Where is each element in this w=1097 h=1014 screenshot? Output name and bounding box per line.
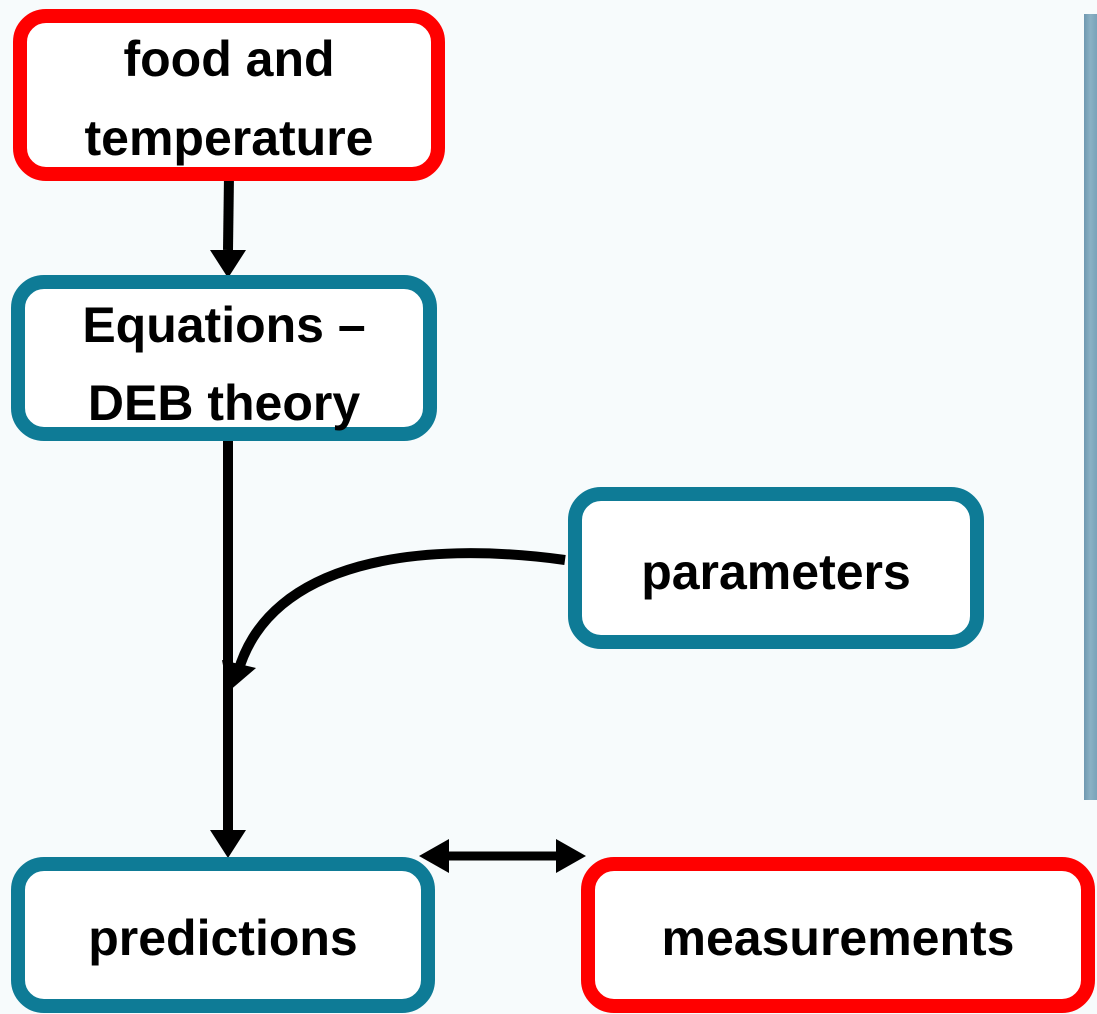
node-food-temperature: food and temperature <box>13 9 445 181</box>
node-food-line1: food and <box>123 31 334 87</box>
arrow-equations-to-predictions <box>210 440 246 858</box>
arrow-food-to-equations <box>210 174 246 278</box>
background-photo-strip <box>1084 14 1097 800</box>
node-measurements-label: measurements <box>662 910 1015 966</box>
node-parameters: parameters <box>568 487 984 649</box>
node-food-line2: temperature <box>85 110 374 166</box>
node-equations-line2: DEB theory <box>88 375 360 431</box>
node-predictions-label: predictions <box>88 910 357 966</box>
arrow-parameters-curved <box>222 548 566 692</box>
arrow-predictions-measurements-double <box>419 839 586 873</box>
node-predictions: predictions <box>11 857 435 1013</box>
node-parameters-label: parameters <box>641 544 911 600</box>
node-equations: Equations – DEB theory <box>11 275 437 441</box>
node-equations-line1: Equations – <box>82 297 365 353</box>
node-measurements: measurements <box>581 857 1095 1013</box>
